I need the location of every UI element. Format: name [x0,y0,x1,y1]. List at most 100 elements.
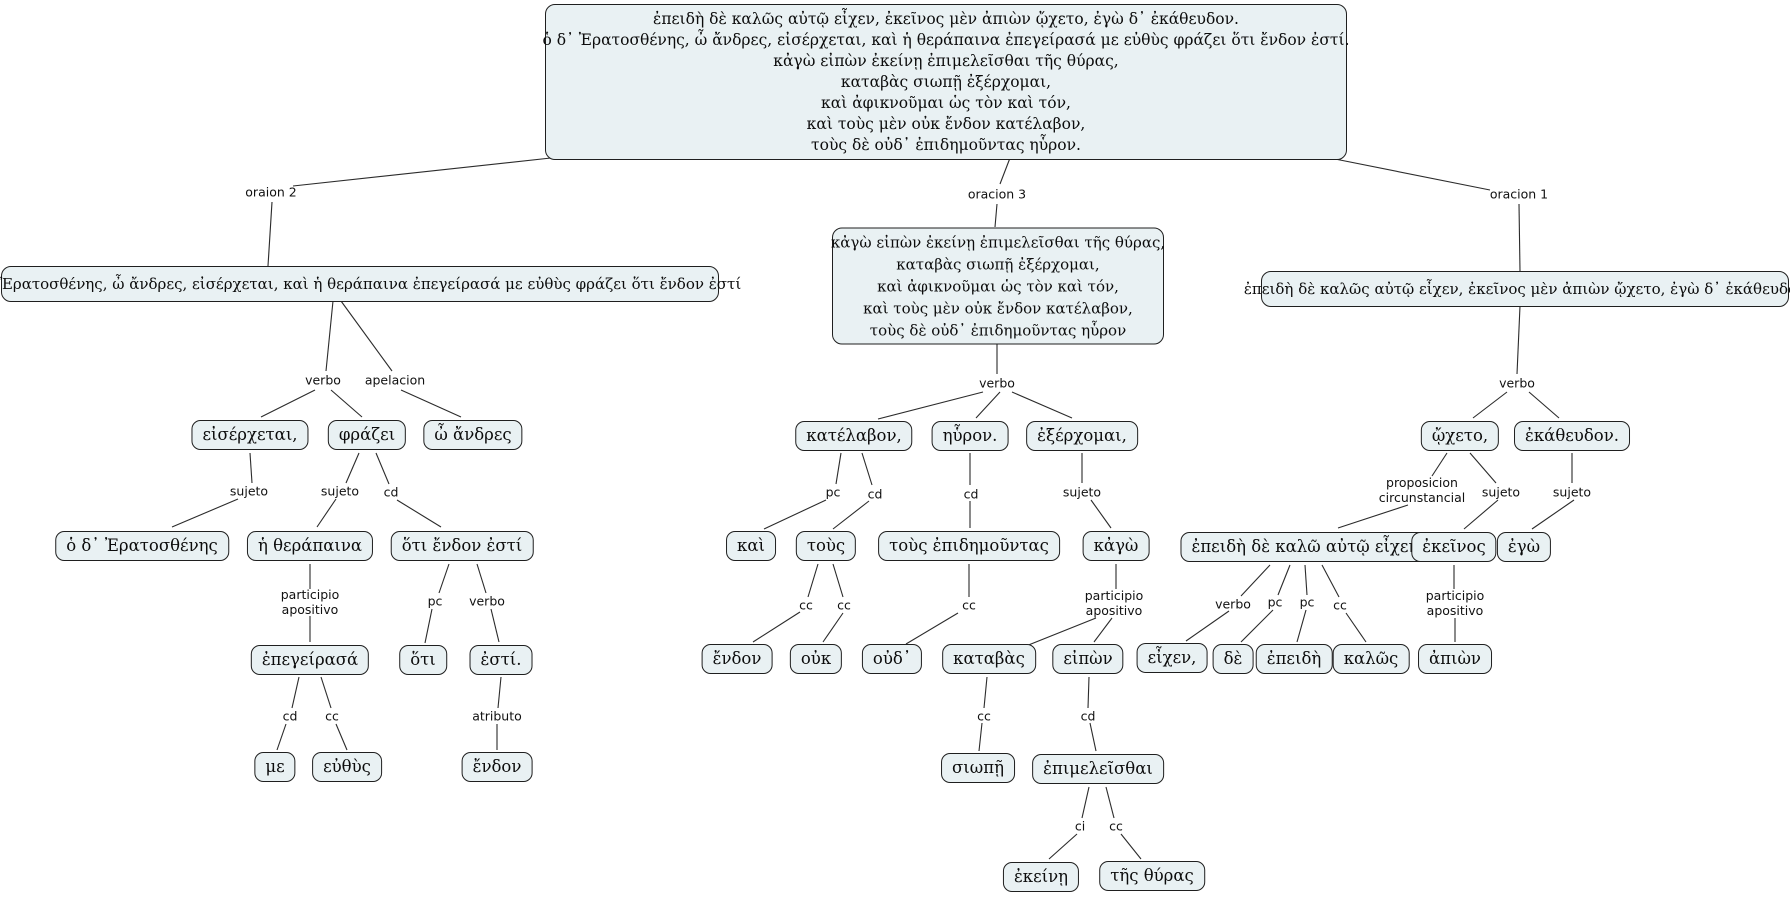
link-label-cd-3c[interactable]: cd [1081,709,1096,724]
node-o-andres[interactable]: ὦ ἄνδρες [423,420,523,450]
node-kalos[interactable]: καλῶς [1332,644,1410,674]
link-label-cc-3d[interactable]: cc [977,709,991,724]
link-label-pc-3[interactable]: pc [826,485,841,500]
node-tes-thuras[interactable]: τῆς θύρας [1099,861,1205,891]
node-endon-left[interactable]: ἔνδον [461,752,533,782]
node-ocheto[interactable]: ᾤχετο, [1420,421,1500,451]
link-label-line: cc [325,708,339,724]
connector-line [1089,722,1097,752]
connector-line [832,563,844,598]
link-label-verbo-2[interactable]: verbo [305,373,341,388]
node-hoti-endon-esti[interactable]: ὅτι ἔνδον ἐστί [390,531,534,561]
sentence-box-oracion-1-sentence[interactable]: ἐπειδὴ δὲ καλῶς αὐτῷ εἶχεν, ἐκεῖνος μὲν … [1244,271,1790,307]
node-endon-mid[interactable]: ἔνδον [701,644,773,674]
link-label-cc-3a[interactable]: cc [799,598,813,613]
node-siope[interactable]: σιωπῇ [941,753,1015,783]
node-kago[interactable]: κἀγὼ [1082,531,1150,561]
node-epimeleisthai[interactable]: ἐπιμελεῖσθαι [1032,754,1164,784]
connector-line [476,563,487,594]
link-label-cd-2b[interactable]: cd [283,709,298,724]
node-ego[interactable]: ἐγὼ [1496,532,1552,562]
node-euthus[interactable]: εὐθὺς [312,752,382,782]
link-label-cc-1[interactable]: cc [1333,598,1347,613]
node-oud[interactable]: οὐδ᾽ [861,644,923,674]
link-label-atributo[interactable]: atributo [472,709,522,724]
connector-line [330,389,363,418]
link-label-cc-3c[interactable]: cc [962,598,976,613]
node-kai[interactable]: καὶ [726,531,776,561]
node-eiserxetai[interactable]: εἰσέρχεται, [191,420,309,450]
connector-line [1296,609,1307,643]
node-o-d-eratosthenes[interactable]: ὁ δ᾽ Ἐρατοσθένης [55,531,229,561]
node-epegeirasa[interactable]: ἐπεγείρασά [250,645,370,675]
link-label-line: verbo [305,372,341,388]
node-tous-epidemountas[interactable]: τοὺς ἐπιδημοῦντας [878,531,1060,561]
link-label-cd-3b[interactable]: cd [964,487,979,502]
link-label-oraion-2[interactable]: oraion 2 [245,185,296,200]
connector-line [822,612,844,643]
node-phrazei[interactable]: φράζει [327,420,407,450]
link-label-line: cd [282,708,298,724]
link-label-sujeto-1a[interactable]: sujeto [1482,485,1520,500]
node-heuron[interactable]: ηὗρον. [931,421,1009,451]
link-label-sujeto-1b[interactable]: sujeto [1553,485,1591,500]
node-eichen[interactable]: εἶχεν, [1136,643,1208,673]
link-label-oracion-3[interactable]: oracion 3 [968,187,1026,202]
node-tous[interactable]: τοὺς [795,531,857,561]
link-label-sujeto-2b[interactable]: sujeto [321,484,359,499]
node-he-therapaina[interactable]: ἡ θεράπαινα [246,531,374,561]
link-label-verbo-1[interactable]: verbo [1499,376,1535,391]
node-de[interactable]: δὲ [1212,644,1254,674]
link-label-line: circunstancial [1378,490,1466,505]
node-ekeine[interactable]: ἐκείνῃ [1002,862,1080,892]
link-label-verbo-1b[interactable]: verbo [1215,597,1251,612]
connector-line [325,300,334,372]
link-label-verbo-2b[interactable]: verbo [469,594,505,609]
connector-line [1081,786,1090,819]
link-label-cd-3a[interactable]: cd [868,487,883,502]
link-label-line: cd [383,484,399,500]
node-hoti[interactable]: ὅτι [399,645,447,675]
sentence-box-oracion-3-sentence[interactable]: κἀγὼ εἰπὼν ἐκείνῃ ἐπιμελεῖσθαι τῆς θύρας… [831,227,1165,345]
link-label-verbo-3[interactable]: verbo [979,376,1015,391]
link-label-oracion-1[interactable]: oracion 1 [1490,187,1548,202]
root-text-box[interactable]: ἐπειδὴ δὲ καλῶς αὐτῷ εἶχεν, ἐκεῖνος μὲν … [542,4,1350,160]
link-label-line: proposicion [1386,475,1458,490]
link-label-cc-3b[interactable]: cc [837,598,851,613]
link-label-pc-1a[interactable]: pc [1268,595,1283,610]
link-label-cd-2[interactable]: cd [384,485,399,500]
node-ekeinos[interactable]: ἐκεῖνος [1411,532,1497,562]
link-label-cc-3e[interactable]: cc [1109,819,1123,834]
connector-line [1531,499,1575,530]
link-label-sujeto-2a[interactable]: sujeto [230,484,268,499]
link-label-pc-2[interactable]: pc [428,594,443,609]
node-epeide[interactable]: ἐπειδὴ [1255,644,1333,674]
connector-line [1528,391,1560,419]
node-katabas[interactable]: καταβὰς [942,644,1036,674]
node-exerchomai[interactable]: ἐξέρχομαι, [1026,421,1138,451]
link-label-apelacion[interactable]: apelacion [365,373,425,388]
connector-line [260,389,316,418]
node-apion[interactable]: ἀπιὼν [1418,644,1492,674]
connector-line [1120,833,1142,860]
link-label-sujeto-3[interactable]: sujeto [1063,485,1101,500]
link-label-cc-2[interactable]: cc [325,709,339,724]
node-ekatheudon[interactable]: ἐκάθευδον. [1514,421,1630,451]
link-label-ci-3[interactable]: ci [1075,819,1085,834]
node-me[interactable]: με [254,752,296,782]
node-epeide-clause[interactable]: ἐπειδὴ δὲ καλῶ αὐτῷ εἶχεν [1180,532,1430,562]
connector-line [1329,157,1491,191]
node-eipon[interactable]: εἰπὼν [1052,644,1124,674]
node-katelabon[interactable]: κατέλαβον, [795,421,913,451]
connector-line [438,563,450,594]
connector-line [861,452,873,486]
sentence-box-oracion-2-sentence[interactable]: δ᾽ Ἐρατοσθένης, ὦ ἄνδρες, εἰσέρχεται, κα… [0,266,741,302]
node-ouk[interactable]: οὐκ [789,644,843,674]
link-label-line: cc [977,708,991,724]
link-label-pc-1b[interactable]: pc [1300,595,1315,610]
node-esti[interactable]: ἐστί. [469,645,533,675]
